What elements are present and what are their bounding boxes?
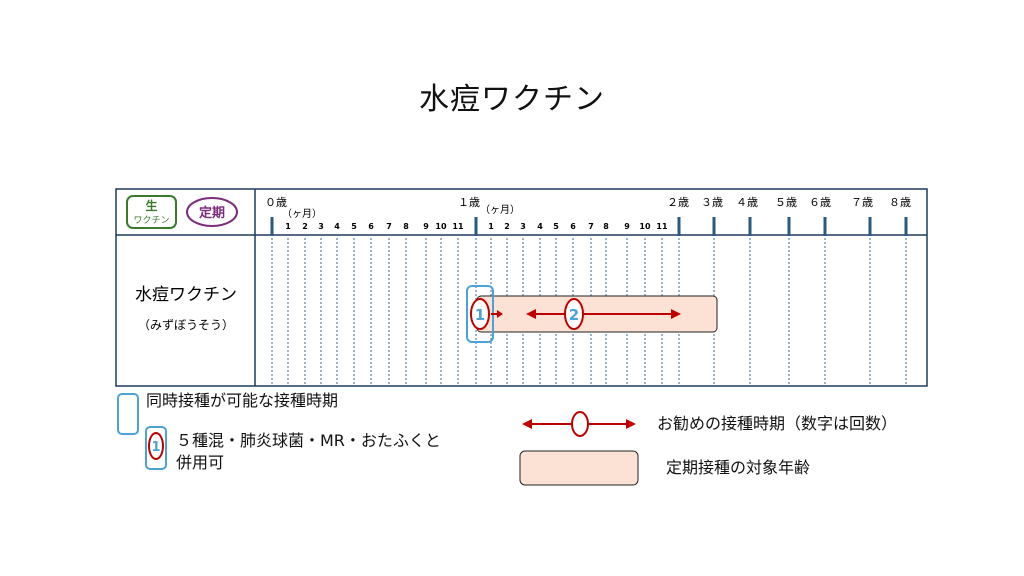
- legend-combo-dose-label: 1: [151, 440, 160, 455]
- month-label: 5: [351, 222, 357, 231]
- month-label: 4: [334, 222, 340, 231]
- routine-vaccine-badge: [186, 197, 238, 227]
- live-vaccine-badge: [126, 195, 177, 229]
- legend-combo-text-line2: 併用可: [176, 453, 225, 472]
- year-tick: [823, 217, 827, 236]
- month-label: 1: [285, 222, 291, 231]
- month-label: 9: [624, 222, 630, 231]
- year-tick: [474, 217, 478, 236]
- year-tick: [787, 217, 791, 236]
- month-label: 11: [656, 222, 668, 231]
- month-label: 9: [423, 222, 429, 231]
- dose-1-marker: [470, 298, 490, 330]
- legend-simultaneous-text: 同時接種が可能な接種時期: [146, 391, 339, 410]
- dose-2-label: 2: [569, 306, 579, 324]
- age-label: ６歳: [809, 196, 831, 209]
- legend-routine-age-swatch: [519, 450, 639, 486]
- legend-routine-age-text: 定期接種の対象年齢: [666, 458, 811, 477]
- vaccine-reading: （みずぼうそう）: [138, 318, 234, 332]
- month-unit-label-0: （ヶ月）: [282, 208, 322, 220]
- age-label: ４歳: [736, 196, 758, 209]
- month-label: 8: [403, 222, 409, 231]
- dose-1-label: 1: [475, 306, 485, 324]
- year-tick: [677, 217, 681, 236]
- dose-2-arrow-right: [671, 309, 681, 319]
- month-label: 3: [318, 222, 324, 231]
- month-label: 5: [553, 222, 559, 231]
- month-label: 7: [588, 222, 594, 231]
- month-label: 2: [504, 222, 510, 231]
- legend-recommended-text: お勧めの接種時期（数字は回数）: [657, 414, 898, 433]
- age-label: ２歳: [667, 196, 689, 209]
- month-label: 11: [452, 222, 464, 231]
- vaccine-name: 水痘ワクチン: [135, 285, 237, 305]
- month-unit-label-1: （ヶ月）: [480, 204, 520, 216]
- month-label: 7: [386, 222, 392, 231]
- age-label: １歳: [458, 196, 480, 209]
- legend-recommended-arrow-right: [626, 419, 636, 429]
- month-label: 2: [302, 222, 308, 231]
- legend-recommended-arrow-left: [522, 419, 532, 429]
- legend-recommended-marker: [571, 411, 589, 437]
- month-label: 4: [537, 222, 543, 231]
- month-label: 6: [570, 222, 576, 231]
- year-tick: [904, 217, 908, 236]
- dose-2-arrow-left: [526, 309, 536, 319]
- live-vaccine-badge-main: 生: [145, 198, 157, 213]
- legend-combo-text-line1: ５種混・肺炎球菌・MR・おたふくと: [176, 431, 441, 450]
- month-label: 1: [488, 222, 494, 231]
- month-label: 3: [520, 222, 526, 231]
- age-label: ７歳: [851, 196, 873, 209]
- month-label: 6: [368, 222, 374, 231]
- legend-combo-dose-marker: [148, 432, 164, 460]
- age-label: ０歳: [265, 196, 287, 209]
- year-tick: [270, 217, 274, 236]
- legend-simultaneous-icon: [117, 393, 139, 435]
- age-label: ８歳: [889, 196, 911, 209]
- routine-vaccine-badge-label: 定期: [198, 205, 225, 221]
- legend-combo-icon: [145, 426, 167, 470]
- month-label: 8: [603, 222, 609, 231]
- live-vaccine-badge-sub: ワクチン: [133, 215, 169, 226]
- age-label: ５歳: [775, 196, 797, 209]
- page-title: 水痘ワクチン: [419, 82, 605, 117]
- schedule-frame: [115, 188, 928, 387]
- year-tick: [748, 217, 752, 236]
- dose-1-arrow-head: [497, 310, 503, 318]
- age-label: ３歳: [701, 196, 723, 209]
- month-label: 10: [435, 222, 447, 231]
- dose-2-marker: [564, 298, 584, 330]
- year-tick: [712, 217, 716, 236]
- month-label: 10: [639, 222, 651, 231]
- year-tick: [868, 217, 872, 236]
